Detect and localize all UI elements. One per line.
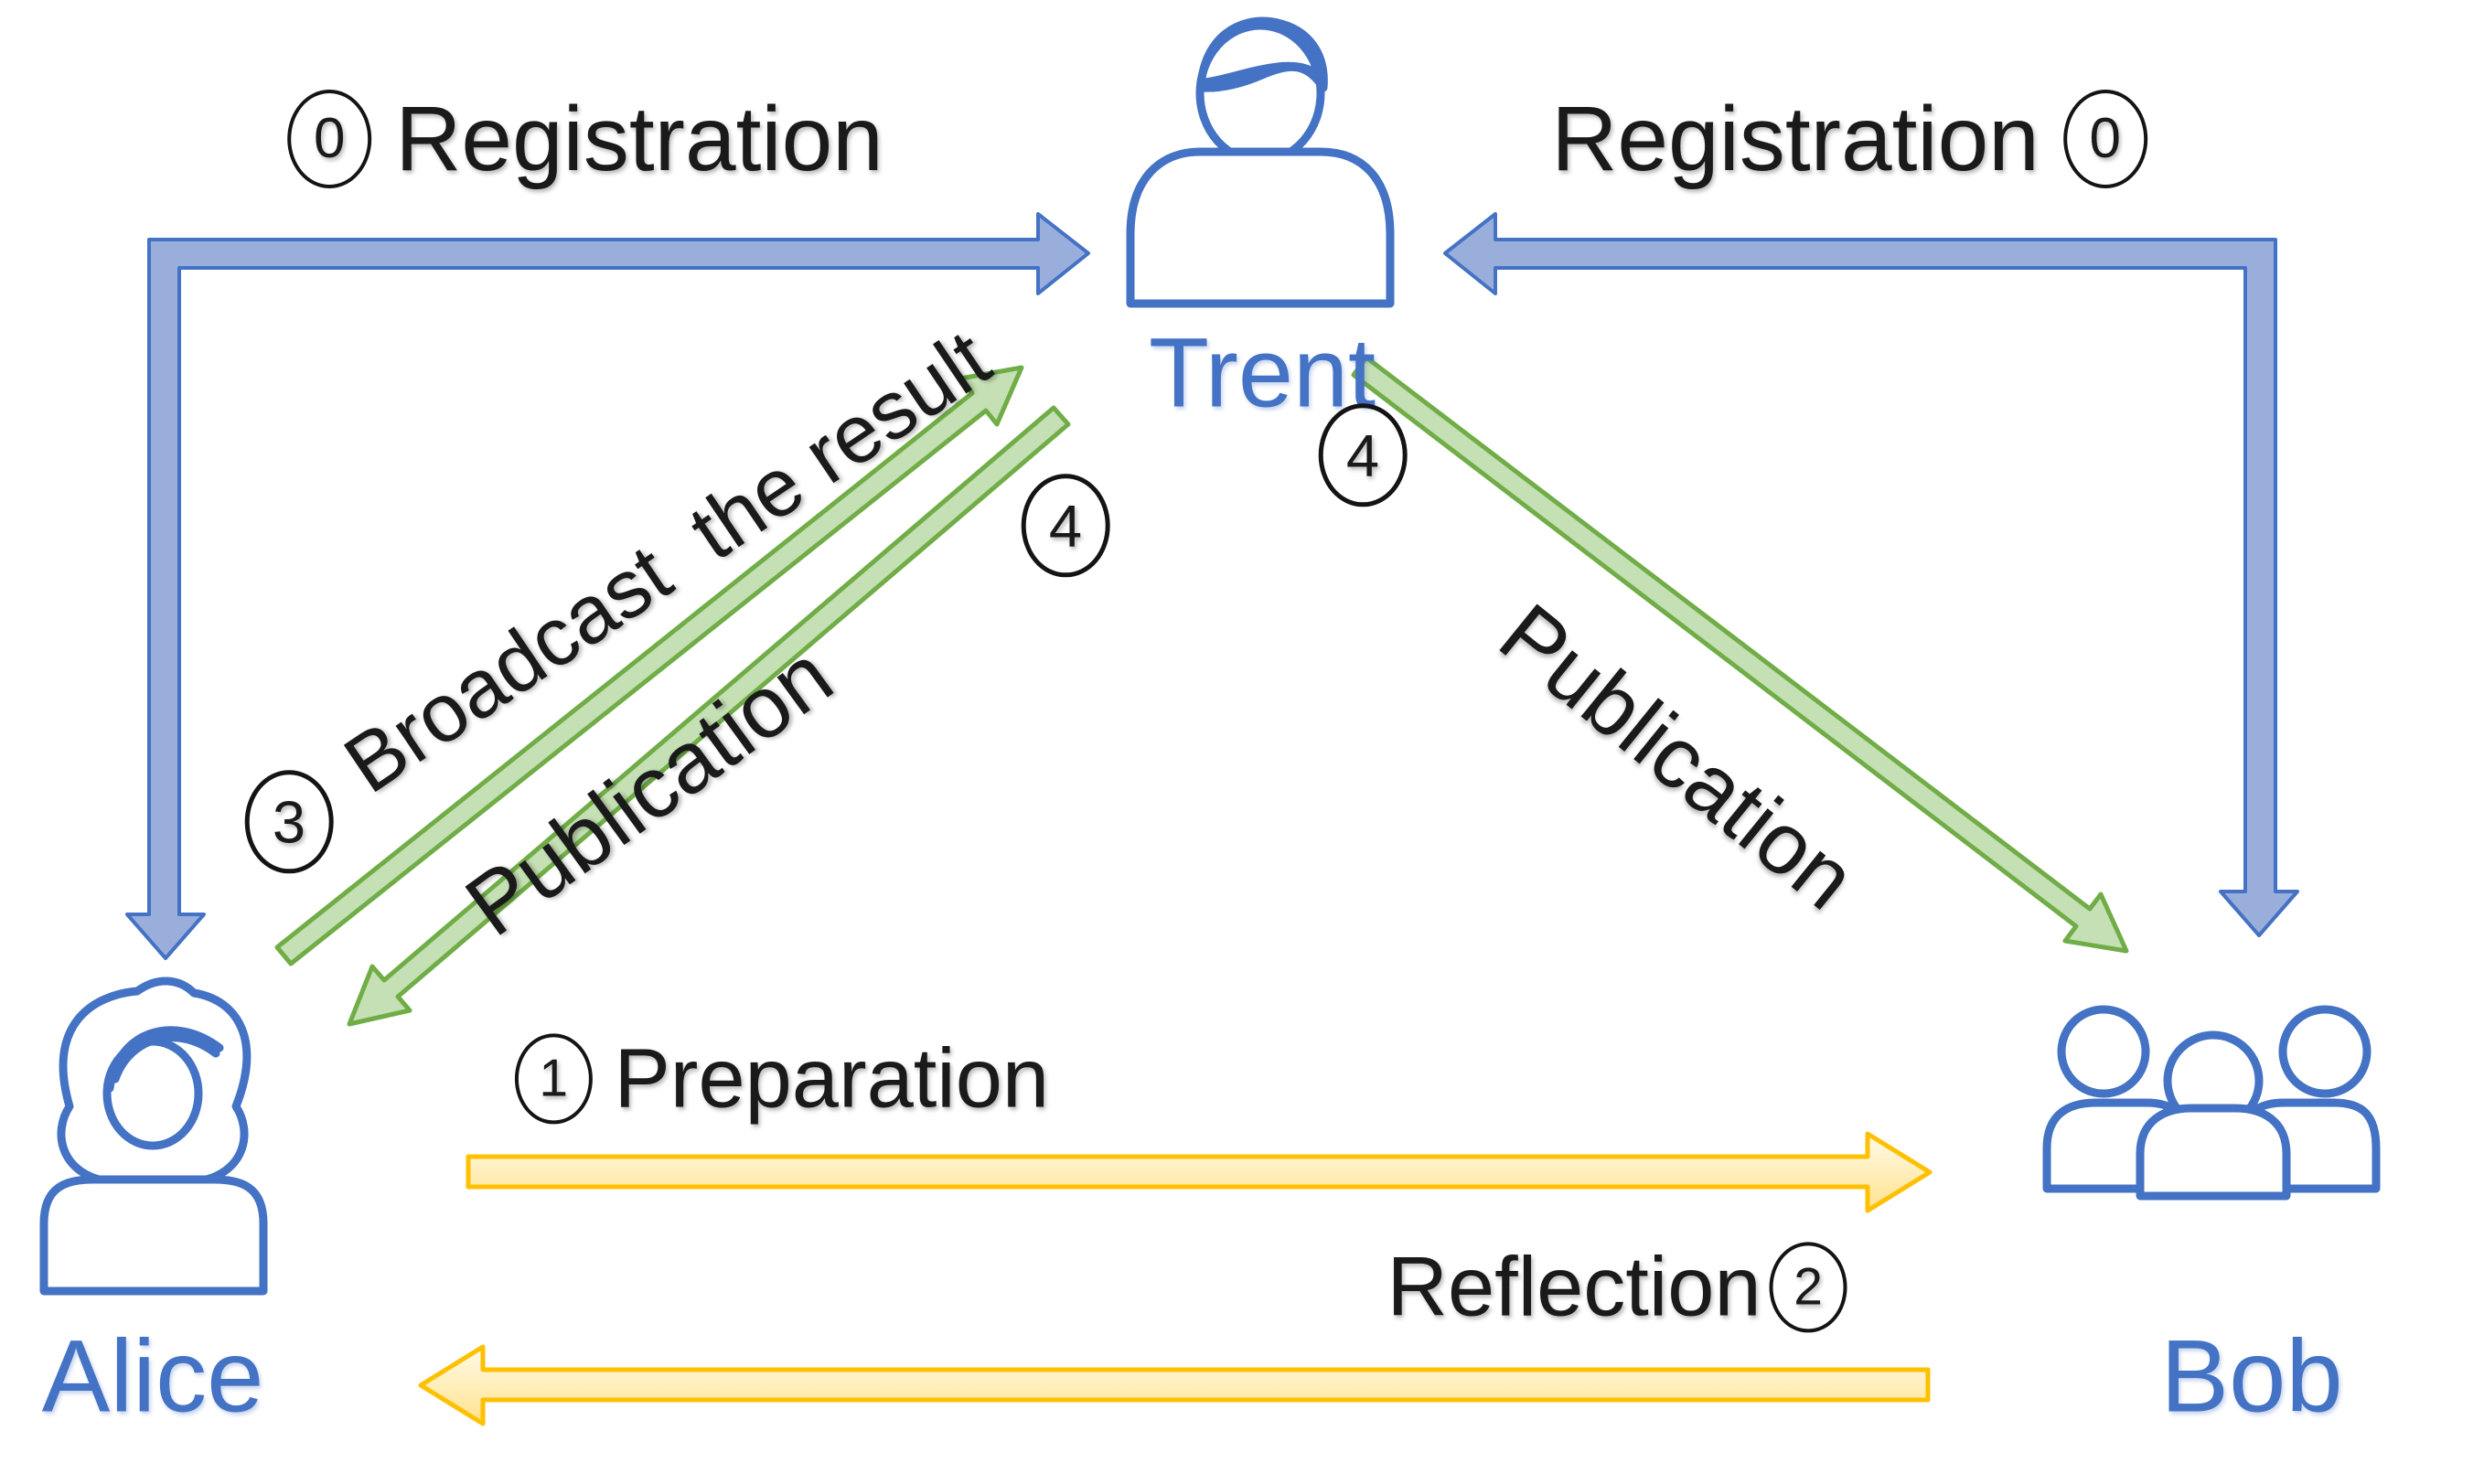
publication-arrow-trent-alice	[347, 405, 1071, 1027]
registration-left-label: 0 Registration	[287, 89, 883, 189]
step-4-badge-right: 4	[1318, 403, 1408, 507]
broadcast-arrow-alice-trent	[274, 365, 1024, 966]
step-1-badge: 1	[514, 1033, 593, 1125]
publication-arrow-trent-bob	[1351, 355, 2129, 954]
registration-right-label: Registration 0	[1551, 89, 2147, 189]
step-2-badge: 2	[1769, 1242, 1847, 1333]
registration-arrow-bob-trent	[1443, 212, 2299, 937]
step-0-badge: 0	[287, 90, 372, 188]
alice-name: Alice	[41, 1319, 264, 1434]
reflection-label: Reflection 2	[1387, 1241, 1847, 1333]
step-3-badge: 3	[244, 770, 334, 874]
person-icon	[1126, 16, 1395, 308]
preparation-label: 1 Preparation	[514, 1032, 1049, 1125]
woman-icon	[39, 977, 268, 1296]
step-4-badge-left: 4	[1021, 474, 1110, 578]
registration-arrow-alice-trent	[125, 212, 1090, 960]
people-group-icon	[2042, 1005, 2381, 1201]
step-0-badge: 0	[2062, 90, 2147, 188]
trent-name: Trent	[1148, 316, 1376, 428]
preparation-arrow-alice-bob	[466, 1131, 1933, 1213]
bob-name: Bob	[2160, 1319, 2343, 1434]
reflection-arrow-bob-alice	[418, 1344, 1931, 1426]
